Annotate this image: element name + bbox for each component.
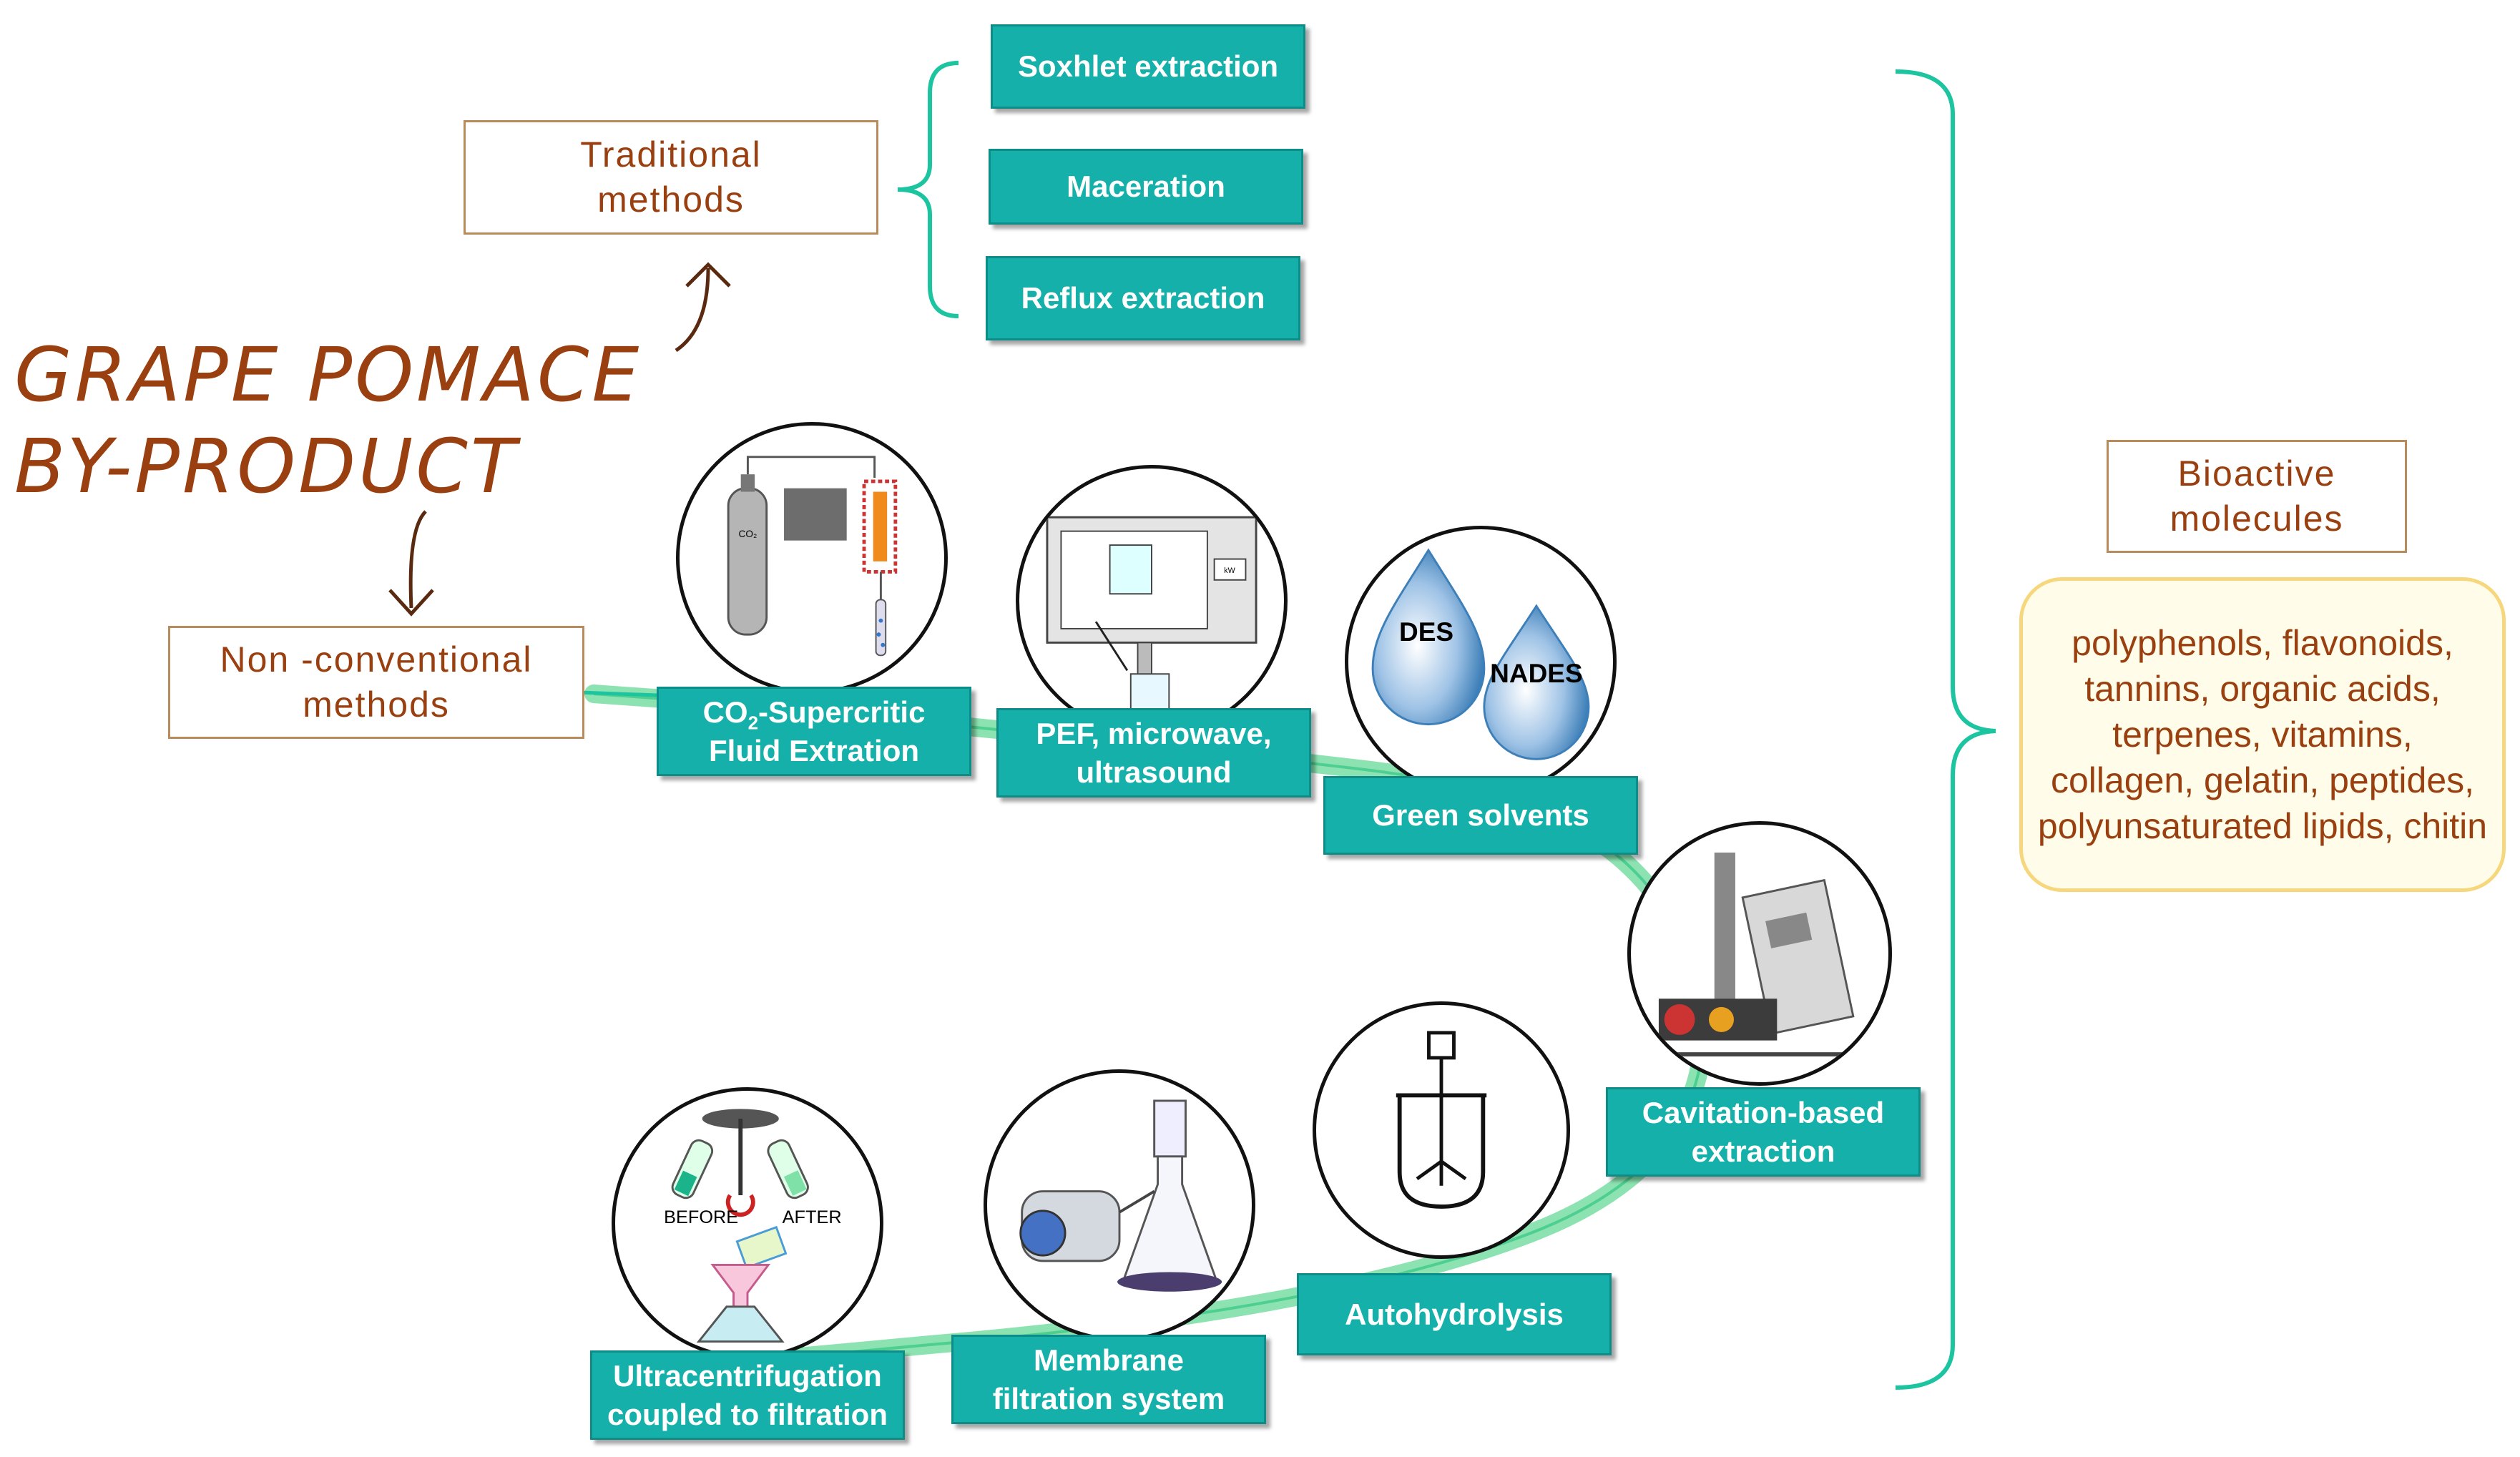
green-solvents-box: Green solvents [1323, 776, 1638, 855]
pef-microwave-label: PEF, microwave, ultrasound [1036, 716, 1272, 789]
reflux-extraction-label: Reflux extraction [1021, 281, 1265, 315]
co2-line2: Fluid Extration [709, 733, 919, 767]
ultracentrifugation-label: Ultracentrifugation coupled to filtratio… [607, 1358, 888, 1431]
co2-prefix: CO [702, 695, 748, 729]
membrane-filtration-icon [984, 1069, 1255, 1341]
title-line-2: BY-PRODUCT [14, 423, 519, 510]
before-label: BEFORE [664, 1207, 738, 1227]
after-label: AFTER [783, 1207, 842, 1227]
traditional-bracket [897, 61, 959, 318]
co2-suffix: -Supercritic [758, 695, 926, 729]
ultracentrifugation-icon: BEFORE AFTER [612, 1087, 883, 1359]
co2-subscript: 2 [747, 711, 759, 733]
maceration-box: Maceration [989, 149, 1303, 225]
green-solvents-label: Green solvents [1372, 798, 1589, 832]
bioactive-molecules-label: Bioactive molecules [2170, 453, 2344, 539]
green-solvents-drops-icon: DES NADES [1345, 526, 1617, 798]
grape-pomace-title: GRAPE POMACE BY-PRODUCT [14, 329, 642, 512]
monitor-kw-label: kW [1224, 566, 1235, 575]
title-line-1: GRAPE POMACE [14, 331, 642, 418]
ultracentrifugation-box: Ultracentrifugation coupled to filtratio… [590, 1350, 905, 1440]
nonconventional-methods-label: Non -conventional methods [220, 639, 533, 725]
maceration-label: Maceration [1067, 170, 1225, 203]
autohydrolysis-reactor-icon [1313, 1001, 1570, 1259]
nonconventional-methods-box: Non -conventional methods [168, 626, 584, 739]
reflux-extraction-box: Reflux extraction [986, 256, 1300, 340]
cavitation-box: Cavitation-based extraction [1606, 1087, 1921, 1177]
bioactive-bracket [1895, 69, 1996, 1390]
co2-tank-label: CO₂ [739, 529, 758, 539]
des-label: DES [1399, 617, 1453, 647]
nades-label: NADES [1490, 659, 1583, 688]
autohydrolysis-box: Autohydrolysis [1297, 1273, 1612, 1355]
bioactive-molecules-list: polyphenols, flavonoids, tannins, organi… [2037, 623, 2488, 846]
autohydrolysis-label: Autohydrolysis [1345, 1297, 1564, 1331]
traditional-methods-label: Traditional methods [580, 134, 762, 220]
traditional-methods-box: Traditional methods [464, 120, 878, 235]
arrow-to-traditional [675, 268, 710, 353]
bioactive-molecules-box: Bioactive molecules [2107, 440, 2407, 553]
supercritical-extraction-icon: CO₂ [676, 422, 948, 694]
cavitation-label: Cavitation-based extraction [1642, 1095, 1885, 1168]
cavitation-device-icon [1627, 821, 1892, 1086]
bioactive-molecules-list-box: polyphenols, flavonoids, tannins, organi… [2019, 577, 2506, 892]
co2-supercritical-box: CO2-Supercritic Fluid Extration [657, 687, 971, 776]
soxhlet-extraction-box: Soxhlet extraction [991, 24, 1305, 109]
microwave-ultrasound-icon: kW [1016, 465, 1288, 737]
soxhlet-extraction-label: Soxhlet extraction [1017, 49, 1279, 83]
arrow-to-nonconventional [408, 510, 427, 609]
membrane-filtration-box: Membrane filtration system [951, 1335, 1266, 1424]
pef-microwave-box: PEF, microwave, ultrasound [996, 708, 1311, 798]
membrane-filtration-label: Membrane filtration system [992, 1343, 1225, 1416]
